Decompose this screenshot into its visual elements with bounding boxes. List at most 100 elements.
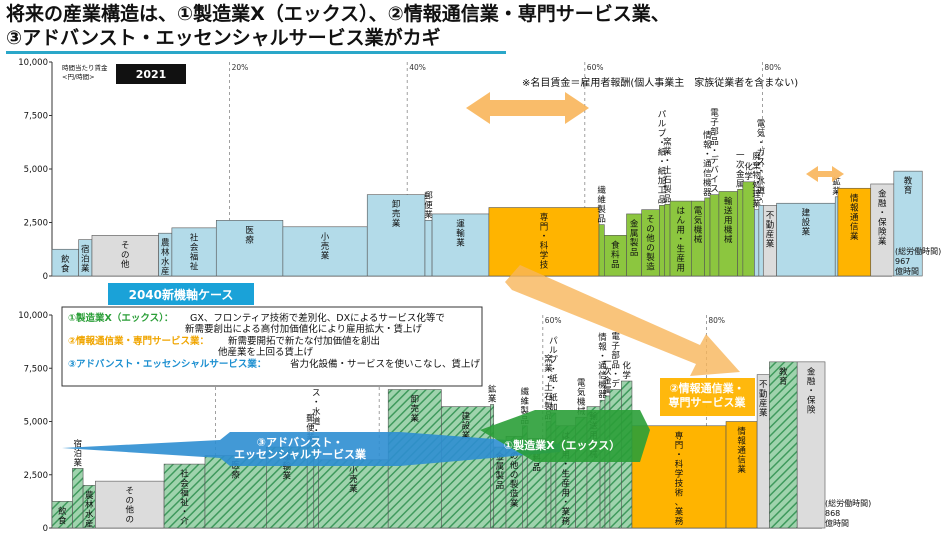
svg-text:産: 産	[759, 398, 768, 409]
svg-text:の: の	[121, 250, 130, 260]
svg-text:信: 信	[737, 455, 746, 466]
svg-text:の: の	[125, 496, 134, 506]
svg-text:用: 用	[724, 216, 733, 226]
svg-text:水: 水	[161, 257, 170, 268]
svg-text:生: 生	[676, 244, 685, 255]
scenario-badge-bg	[108, 283, 254, 305]
bar	[776, 202, 836, 277]
shift-arrow-infocomm	[806, 166, 844, 182]
svg-text:卸: 卸	[392, 199, 401, 210]
svg-text:機: 機	[703, 177, 712, 188]
bar	[893, 170, 923, 277]
svg-text:飲: 飲	[58, 506, 67, 517]
svg-text:専: 専	[675, 430, 684, 441]
legend-head: ②情報通信業・専門サービス業：	[68, 335, 209, 347]
svg-text:動: 動	[759, 389, 768, 400]
svg-text:機: 機	[694, 225, 703, 236]
svg-text:イ: イ	[710, 175, 719, 185]
svg-text:製: 製	[663, 184, 672, 195]
svg-text:ル: ル	[549, 346, 558, 356]
legend-text: 新需要開拓で新たな付加価値を創出	[228, 335, 380, 347]
svg-text:業: 業	[878, 236, 887, 247]
svg-text:は: は	[676, 207, 685, 217]
svg-text:福: 福	[190, 251, 199, 262]
svg-text:門: 門	[675, 441, 684, 451]
svg-text:・: ・	[312, 426, 321, 436]
svg-text:門: 門	[540, 223, 549, 233]
svg-text:紙: 紙	[549, 373, 558, 384]
svg-text:・: ・	[312, 398, 321, 408]
bar	[834, 196, 839, 277]
x-tick-label: 80%	[764, 63, 781, 72]
wage-note: ※名目賃金＝雇用者報酬(個人事業主 家族従業者を含まない)	[522, 76, 798, 89]
svg-text:土: 土	[663, 165, 672, 176]
bar	[95, 480, 165, 529]
svg-text:学: 学	[622, 370, 631, 381]
svg-text:石: 石	[663, 175, 672, 185]
svg-text:医: 医	[231, 461, 240, 471]
svg-text:泊: 泊	[74, 448, 83, 459]
svg-text:療: 療	[231, 470, 240, 481]
svg-text:食: 食	[58, 515, 67, 526]
bar-label: 小売業	[349, 464, 358, 494]
svg-text:・: ・	[658, 138, 667, 148]
x-tick-label: 60%	[587, 63, 604, 72]
advanced-services-label: ③アドバンスト・エッセンシャルサービス業	[234, 436, 367, 461]
bar	[431, 213, 490, 277]
bar-label: 運輸業	[456, 219, 465, 248]
bar	[91, 235, 159, 277]
bar-label: 情報通信業	[737, 426, 746, 475]
svg-text:・: ・	[658, 157, 667, 167]
svg-text:産: 産	[561, 478, 570, 489]
y-tick-label: 10,000	[18, 58, 48, 68]
bar-label: 宿泊業	[81, 244, 90, 274]
svg-text:電: 電	[710, 109, 719, 119]
svg-text:・: ・	[807, 386, 816, 396]
svg-text:介: 介	[180, 517, 189, 527]
svg-text:・: ・	[663, 156, 672, 166]
svg-text:療: 療	[245, 234, 254, 245]
svg-text:輸: 輸	[456, 228, 465, 239]
bar-label: 医療	[231, 461, 240, 481]
svg-text:林: 林	[161, 247, 170, 258]
svg-text:鉱: 鉱	[832, 176, 841, 187]
svg-text:繊: 繊	[521, 386, 530, 397]
bar	[704, 197, 711, 277]
bar	[163, 463, 206, 529]
svg-text:報: 報	[737, 437, 746, 447]
svg-text:業: 業	[349, 483, 358, 494]
svg-text:業: 業	[850, 231, 859, 242]
svg-text:器: 器	[598, 390, 607, 400]
y-tick-label: 7,500	[24, 364, 48, 374]
svg-text:報: 報	[703, 140, 712, 150]
svg-text:子: 子	[611, 342, 620, 352]
y-tick-label: 2,500	[24, 219, 48, 229]
bar	[725, 421, 758, 529]
svg-text:道: 道	[757, 185, 766, 196]
y-tick-label: 0	[43, 272, 48, 282]
svg-text:通: 通	[737, 445, 746, 456]
bar	[737, 189, 744, 277]
svg-text:品: 品	[496, 481, 505, 491]
legend-head: ③アドバンスト・エッセンシャルサービス業：	[68, 358, 266, 370]
legend: ①製造業X（エックス）：GX、フロンティア技術で差別化、DXによるサービス化等で…	[61, 306, 483, 387]
svg-text:属: 属	[496, 462, 505, 472]
bar	[424, 220, 433, 277]
bar	[664, 204, 671, 277]
svg-text:設: 設	[462, 421, 471, 432]
svg-text:・: ・	[549, 384, 558, 394]
bar	[488, 207, 600, 277]
svg-text:信: 信	[703, 168, 712, 179]
svg-text:科: 科	[675, 459, 684, 470]
svg-text:械: 械	[694, 234, 703, 245]
svg-text:通: 通	[850, 212, 859, 223]
title-line-2: ③アドバンスト・エッセンシャルサービス業がカギ	[6, 27, 441, 49]
svg-text:融: 融	[878, 198, 887, 209]
svg-text:石: 石	[544, 393, 553, 403]
